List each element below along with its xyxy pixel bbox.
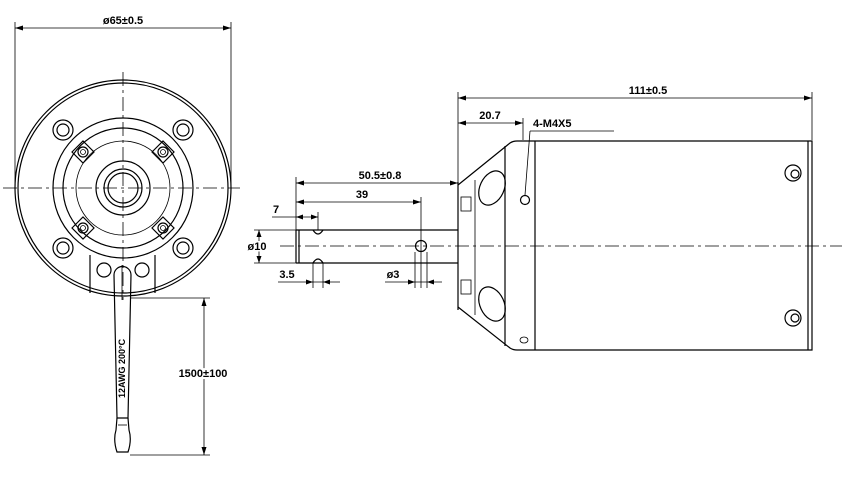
diameter-dimension: ø65±0.5: [103, 15, 143, 27]
groove-width-dimension: 3.5: [279, 269, 294, 281]
side-view: 111±0.5 20.7 4-M4X5 50.5±0.8 39 7 ø10: [246, 85, 842, 351]
wire-spec-label: 12AWG 200°C: [117, 338, 127, 398]
flange-length-dimension: 20.7: [479, 110, 500, 122]
end-screw-icon: [784, 164, 802, 327]
front-view: 12AWG 200°C ø65±0.5 1500±100: [3, 15, 240, 456]
shaft-length-dimension: 50.5±0.8: [359, 170, 402, 182]
shaft: [295, 229, 458, 264]
pin-hole-diameter-dimension: ø3: [387, 269, 400, 281]
lead-wire: 12AWG 200°C: [113, 265, 132, 453]
lead-bracket: [89, 255, 156, 293]
mount-hole-icon: [52, 119, 194, 259]
screw-icon: [71, 140, 175, 240]
overall-length-dimension: 111±0.5: [629, 85, 667, 97]
lead-length-dimension: 1500±100: [179, 368, 228, 380]
mount-hole-callout: 4-M4X5: [533, 118, 572, 130]
groove-distance-dimension: 7: [273, 204, 279, 216]
shaft-diameter-dimension: ø10: [248, 241, 267, 253]
pin-hole-distance-dimension: 39: [356, 189, 368, 201]
motor-body: [457, 140, 813, 351]
